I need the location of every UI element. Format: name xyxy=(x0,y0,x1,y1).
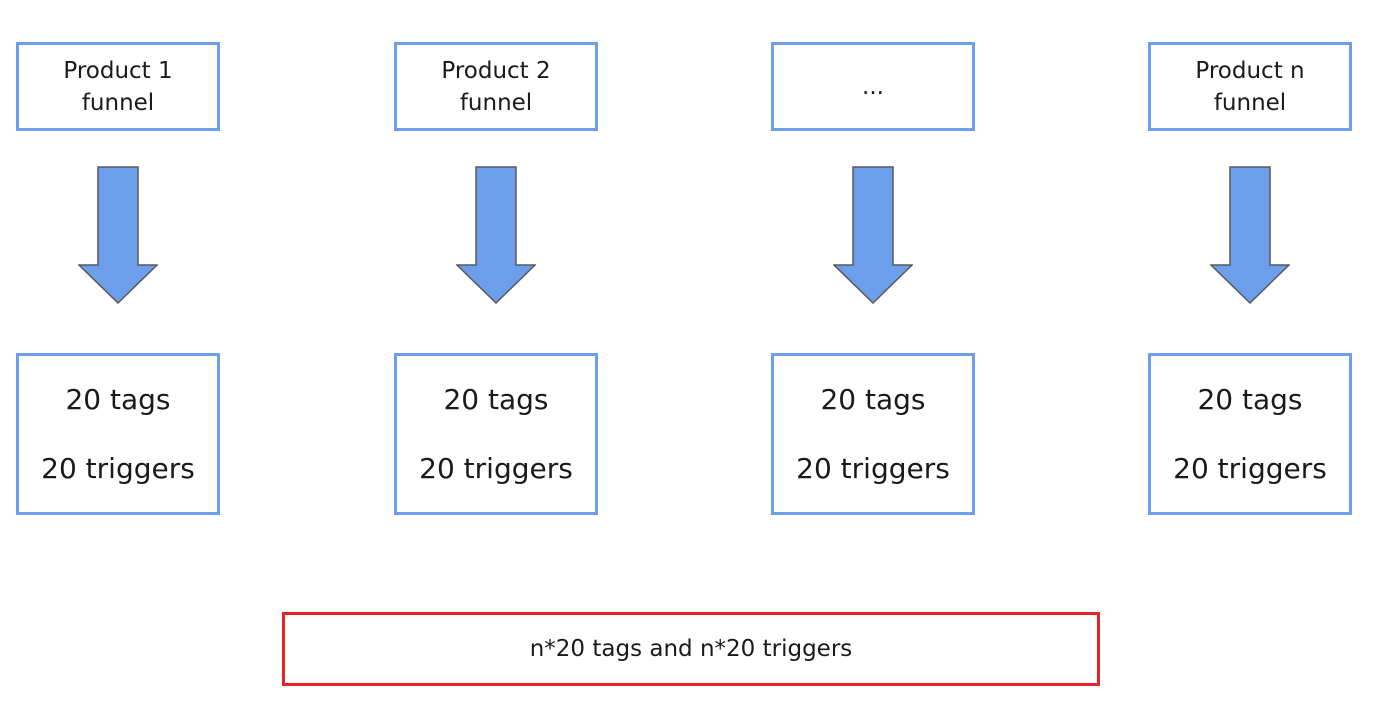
down-arrow-icon xyxy=(833,166,913,304)
product-1-funnel-label: Product 1 xyxy=(63,57,173,84)
product-1-funnel-sublabel: funnel xyxy=(81,89,155,116)
product-n-tags-box: 20 tags 20 triggers xyxy=(1148,353,1352,515)
triggers-count: 20 triggers xyxy=(41,452,195,485)
ellipsis-funnel-box: ... xyxy=(771,42,975,131)
down-arrow-icon xyxy=(456,166,536,304)
product-1-tags-box: 20 tags 20 triggers xyxy=(16,353,220,515)
triggers-count: 20 triggers xyxy=(796,452,950,485)
summary-text: n*20 tags and n*20 triggers xyxy=(529,636,853,662)
ellipsis-label: ... xyxy=(862,73,884,100)
product-1-funnel-box: Product 1 funnel xyxy=(16,42,220,131)
triggers-count: 20 triggers xyxy=(1173,452,1327,485)
product-n-funnel-label: Product n xyxy=(1195,57,1305,84)
triggers-count: 20 triggers xyxy=(419,452,573,485)
product-2-funnel-sublabel: funnel xyxy=(459,89,533,116)
tags-count: 20 tags xyxy=(820,383,926,416)
product-2-tags-box: 20 tags 20 triggers xyxy=(394,353,598,515)
tags-count: 20 tags xyxy=(443,383,549,416)
product-2-funnel-box: Product 2 funnel xyxy=(394,42,598,131)
summary-box: n*20 tags and n*20 triggers xyxy=(282,612,1100,686)
down-arrow-icon xyxy=(1210,166,1290,304)
product-2-funnel-label: Product 2 xyxy=(441,57,551,84)
ellipsis-tags-box: 20 tags 20 triggers xyxy=(771,353,975,515)
tags-count: 20 tags xyxy=(1197,383,1303,416)
tags-count: 20 tags xyxy=(65,383,171,416)
down-arrow-icon xyxy=(78,166,158,304)
product-n-funnel-sublabel: funnel xyxy=(1213,89,1287,116)
product-n-funnel-box: Product n funnel xyxy=(1148,42,1352,131)
